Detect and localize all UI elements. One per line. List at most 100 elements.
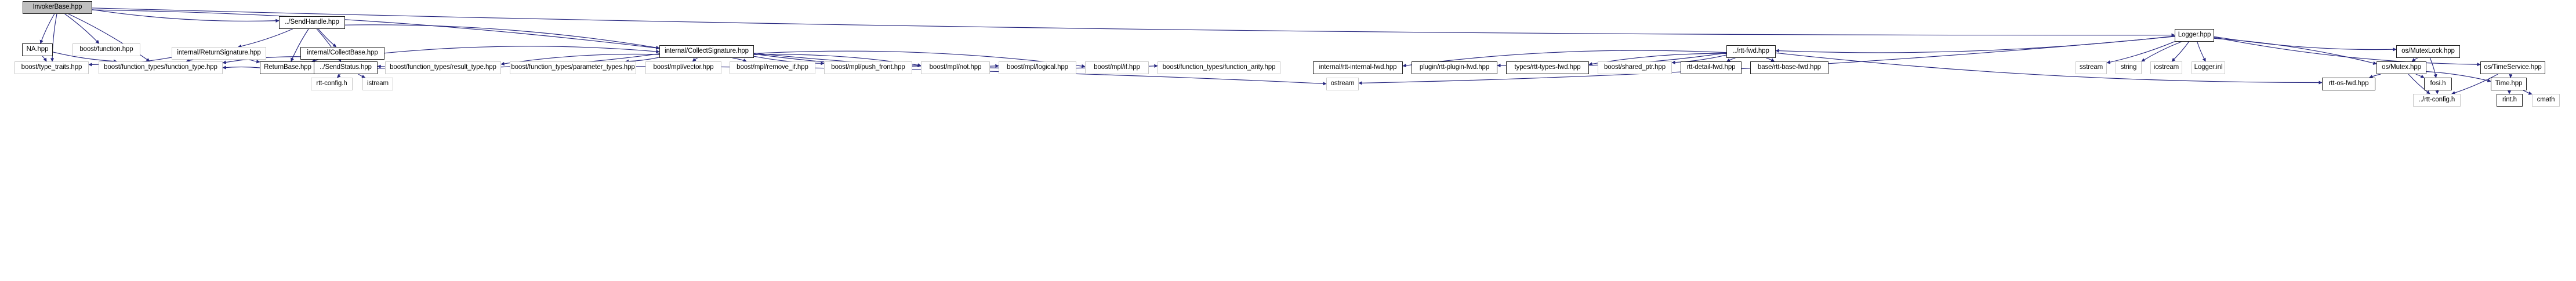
graph-node-label: ostream [1330,80,1355,87]
graph-node-collectsignature[interactable]: internal/CollectSignature.hpp [659,45,754,58]
graph-node-returnsignature[interactable]: internal/ReturnSignature.hpp [172,47,266,60]
edge-group [39,8,2533,95]
graph-node-function_arity[interactable]: boost/function_types/function_arity.hpp [1158,61,1280,74]
graph-node-sendstatus[interactable]: ../SendStatus.hpp [314,61,378,74]
graph-node-logger_hpp[interactable]: Logger.hpp [2175,29,2214,42]
graph-node-label: boost/mpl/if.hpp [1094,64,1140,71]
graph-node-fosi_h[interactable]: fosi.h [2424,78,2452,90]
graph-edge-logger_hpp-to-rtt_fwd [1775,35,2175,53]
graph-node-label: boost/type_traits.hpp [21,64,82,71]
graph-node-istream[interactable]: istream [362,78,393,90]
graph-edge-invokerbase-to-logger_hpp [92,8,2175,37]
graph-node-string[interactable]: string [2116,61,2142,74]
graph-node-rtt_plugin_fwd[interactable]: plugin/rtt-plugin-fwd.hpp [1412,61,1497,74]
graph-node-label: ../rtt-fwd.hpp [1733,48,1769,55]
graph-edge-logger_hpp-to-os_mutexlock [2214,36,2397,52]
graph-node-label: os/Mutex.hpp [2382,64,2421,71]
graph-node-label: istream [367,80,389,87]
graph-node-label: ../rtt-config.h [2418,96,2455,104]
graph-node-label: fosi.h [2430,80,2446,87]
graph-edge-sendhandle-to-returnsignature [238,28,293,48]
graph-node-mpl_push_front[interactable]: boost/mpl/push_front.hpp [824,61,912,74]
graph-node-label: sstream [2079,64,2103,71]
graph-node-parameter_types[interactable]: boost/function_types/parameter_types.hpp [510,61,636,74]
graph-node-mpl_vector[interactable]: boost/mpl/vector.hpp [645,61,721,74]
graph-node-label: boost/function_types/function_arity.hpp [1162,64,1276,71]
graph-node-label: rtt-detail-fwd.hpp [1686,64,1736,71]
graph-edge-na-to-type_traits [42,56,47,62]
graph-edge-logger_hpp-to-ostream [1358,36,2175,85]
graph-node-na[interactable]: NA.hpp [22,43,53,56]
graph-node-rtt_types_fwd[interactable]: types/rtt-types-fwd.hpp [1506,61,1589,74]
graph-edge-invokerbase-to-boost_function [64,13,100,44]
graph-node-label: InvokerBase.hpp [32,3,82,11]
graph-node-rtt_detail_fwd[interactable]: rtt-detail-fwd.hpp [1681,61,1741,74]
graph-node-label: NA.hpp [26,46,49,53]
graph-node-logger_inl[interactable]: Logger.inl [2192,61,2225,74]
graph-node-iostream[interactable]: iostream [2150,61,2182,74]
graph-node-collectbase[interactable]: internal/CollectBase.hpp [300,47,384,60]
graph-edge-rtt_fwd-to-rtt_os_fwd [1775,52,2323,85]
graph-node-returnbase[interactable]: ReturnBase.hpp [260,61,315,74]
graph-node-result_type[interactable]: boost/function_types/result_type.hpp [385,61,501,74]
graph-edge-invokerbase-to-collectsignature [92,9,660,50]
graph-node-label: ReturnBase.hpp [264,64,311,71]
graph-node-type_traits[interactable]: boost/type_traits.hpp [14,61,89,74]
graph-node-label: rtt-os-fwd.hpp [2328,80,2369,87]
graph-node-label: os/TimeService.hpp [2484,64,2542,71]
graph-node-sstream[interactable]: sstream [2076,61,2107,74]
graph-node-mpl_remove_if[interactable]: boost/mpl/remove_if.hpp [730,61,815,74]
graph-node-label: cmath [2537,96,2555,104]
graph-node-label: boost/function_types/function_type.hpp [104,64,217,71]
graph-node-boost_function[interactable]: boost/function.hpp [72,43,140,56]
graph-node-rtt_os_fwd[interactable]: rtt-os-fwd.hpp [2322,78,2375,90]
graph-node-os_mutexlock[interactable]: os/MutexLock.hpp [2396,45,2460,58]
graph-node-label: boost/function_types/result_type.hpp [390,64,496,71]
graph-edge-returnbase-to-function_type [222,65,260,70]
graph-node-label: string [2120,64,2137,71]
graph-node-boost_shared_ptr[interactable]: boost/shared_ptr.hpp [1598,61,1672,74]
graph-node-label: internal/rtt-internal-fwd.hpp [1319,64,1397,71]
graph-node-function_type[interactable]: boost/function_types/function_type.hpp [99,61,223,74]
graph-node-label: boost/mpl/push_front.hpp [831,64,905,71]
graph-node-rtt_fwd[interactable]: ../rtt-fwd.hpp [1726,45,1776,58]
graph-edge-logger_hpp-to-sstream [2106,41,2175,64]
graph-edge-returnsignature-to-returnbase [249,59,260,64]
graph-node-rtt_config_right[interactable]: ../rtt-config.h [2413,94,2461,107]
graph-node-cmath[interactable]: cmath [2532,94,2560,107]
graph-node-mpl_logical[interactable]: boost/mpl/logical.hpp [999,61,1076,74]
graph-node-rtt_base_fwd[interactable]: base/rtt-base-fwd.hpp [1750,61,1828,74]
graph-node-rtt_config_left[interactable]: rtt-config.h [311,78,353,90]
graph-node-label: boost/mpl/remove_if.hpp [736,64,808,71]
graph-edge-collectbase-to-collectsignature [384,46,660,54]
graph-node-label: boost/mpl/logical.hpp [1007,64,1068,71]
graph-edge-invokerbase-to-type_traits [50,13,57,62]
graph-node-label: Logger.inl [2194,64,2223,71]
graph-node-label: base/rtt-base-fwd.hpp [1757,64,1822,71]
graph-node-time_hpp[interactable]: Time.hpp [2491,78,2527,90]
graph-node-mpl_if[interactable]: boost/mpl/if.hpp [1085,61,1149,74]
graph-edge-sendhandle-to-collectbase [318,28,337,48]
graph-node-ostream[interactable]: ostream [1326,78,1359,90]
graph-edge-time_hpp-to-cmath [2523,90,2533,95]
graph-node-rint_h[interactable]: rint.h [2497,94,2523,107]
graph-edge-collectsignature-to-parameter_types [625,57,660,63]
graph-edge-logger_hpp-to-string [2141,41,2182,62]
graph-node-invokerbase[interactable]: InvokerBase.hpp [23,1,92,14]
graph-edge-invokerbase-to-na [39,13,55,44]
graph-node-label: ../SendStatus.hpp [320,64,372,71]
graph-node-rtt_internal_fwd[interactable]: internal/rtt-internal-fwd.hpp [1313,61,1403,74]
graph-edge-logger_hpp-to-iostream [2171,41,2189,62]
graph-node-os_mutex[interactable]: os/Mutex.hpp [2377,61,2426,74]
graph-node-label: boost/function_types/parameter_types.hpp [511,64,635,71]
graph-node-label: Logger.hpp [2178,31,2211,39]
graph-edge-invokerbase-to-sendhandle [92,9,280,23]
graph-node-label: boost/function.hpp [79,46,133,53]
graph-node-os_timeservice[interactable]: os/TimeService.hpp [2480,61,2545,74]
graph-node-mpl_not[interactable]: boost/mpl/not.hpp [921,61,990,74]
graph-node-label: internal/ReturnSignature.hpp [177,49,261,57]
graph-node-label: rint.h [2502,96,2517,104]
graph-node-sendhandle[interactable]: ../SendHandle.hpp [279,16,345,29]
